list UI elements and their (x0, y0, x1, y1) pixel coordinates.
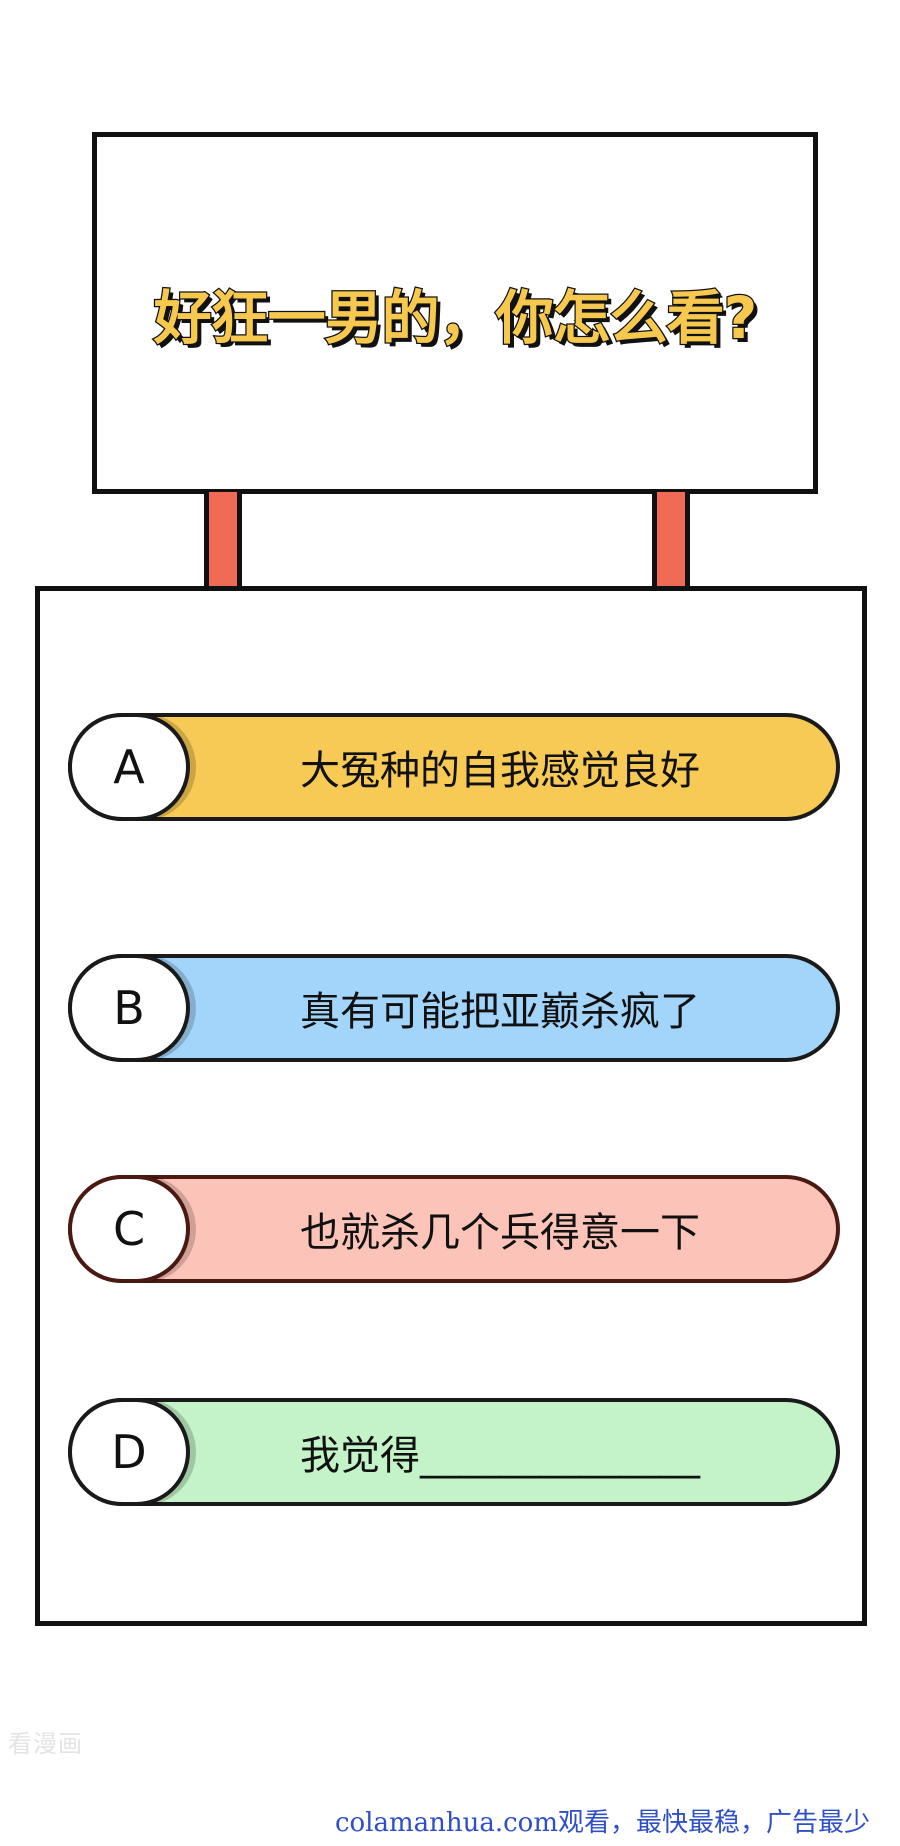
sign-post-left (204, 492, 242, 588)
question-sign: 好狂一男的，你怎么看? (92, 132, 818, 494)
option-d-badge: D (68, 1398, 190, 1506)
option-b[interactable]: 真有可能把亚巅杀疯了 B (68, 954, 840, 1062)
option-b-text: 真有可能把亚巅杀疯了 (300, 989, 700, 1035)
brand-watermark: 看漫画 (8, 1730, 83, 1758)
option-b-badge: B (68, 954, 190, 1062)
option-c[interactable]: 也就杀几个兵得意一下 C (68, 1175, 840, 1283)
sign-post-right (652, 492, 690, 588)
option-b-bar (68, 954, 840, 1062)
site-watermark: colamanhua.com观看，最快最稳，广告最少 (334, 1808, 870, 1838)
option-a-bar (68, 713, 840, 821)
option-c-bar (68, 1175, 840, 1283)
option-c-text: 也就杀几个兵得意一下 (300, 1210, 700, 1256)
option-c-badge: C (68, 1175, 190, 1283)
question-text: 好狂一男的，你怎么看? (152, 283, 758, 354)
option-d-bar (68, 1398, 840, 1506)
option-d[interactable]: 我觉得______________ D (68, 1398, 840, 1506)
option-a-text: 大冤种的自我感觉良好 (300, 748, 700, 794)
option-a-badge: A (68, 713, 190, 821)
option-a[interactable]: 大冤种的自我感觉良好 A (68, 713, 840, 821)
option-d-text: 我觉得______________ (300, 1433, 700, 1479)
